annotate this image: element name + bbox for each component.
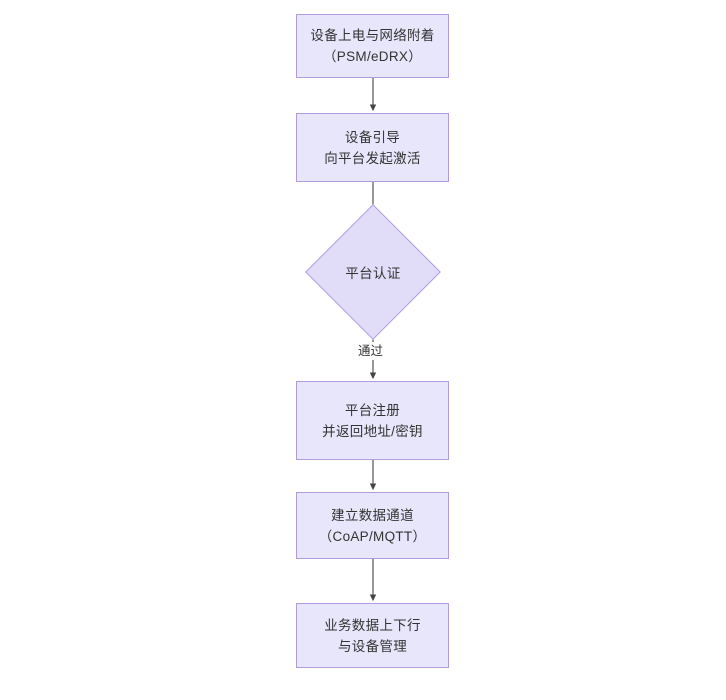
node-platform-authentication[interactable]: 平台认证 — [305, 204, 441, 340]
node-label-line2: （PSM/eDRX） — [322, 49, 423, 64]
node-establish-data-channel[interactable]: 建立数据通道 （CoAP/MQTT） — [296, 492, 449, 559]
node-device-bootstrap[interactable]: 设备引导 向平台发起激活 — [296, 113, 449, 182]
node-label-line1: 业务数据上下行 — [324, 617, 421, 633]
node-label-line2: 向平台发起激活 — [324, 150, 421, 166]
edge-label-pass: 通过 — [356, 342, 386, 360]
node-label-line2: 并返回地址/密钥 — [322, 423, 423, 439]
node-label-line2: 与设备管理 — [338, 638, 407, 654]
node-platform-registration[interactable]: 平台注册 并返回地址/密钥 — [296, 381, 449, 460]
node-label-line2: （CoAP/MQTT） — [318, 528, 427, 544]
node-label-line1: 设备引导 — [344, 129, 401, 145]
node-label-line1: 平台注册 — [344, 402, 401, 418]
node-label-line1: 设备上电与网络附着 — [310, 28, 435, 43]
node-label-line1: 建立数据通道 — [331, 507, 414, 523]
node-device-power-on[interactable]: 设备上电与网络附着 （PSM/eDRX） — [296, 14, 449, 78]
node-business-data-and-device-management[interactable]: 业务数据上下行 与设备管理 — [296, 603, 449, 668]
node-label-line1: 平台认证 — [345, 266, 401, 281]
